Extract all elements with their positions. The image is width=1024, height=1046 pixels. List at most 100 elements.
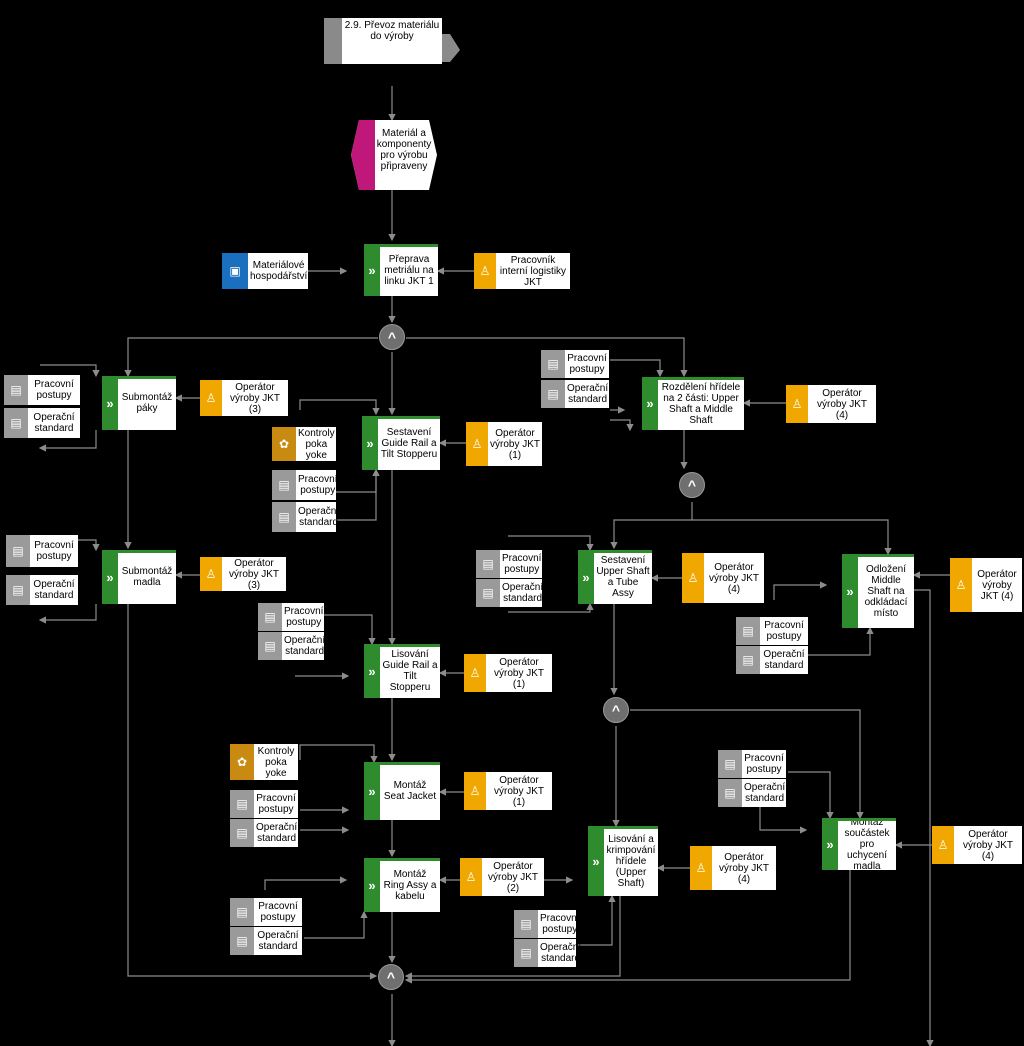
doc-label: Operační standard [298, 506, 340, 528]
role-operator-4b[interactable]: ♙Operátor výroby JKT (4) [682, 553, 764, 603]
function-submontaz-madla[interactable]: »Submontáž madla [102, 550, 176, 604]
function-lisovani-krimp[interactable]: » Lisování a krimpování hřídele (Upper Sh… [588, 826, 658, 896]
function-sestaveni-guide[interactable]: »Sestavení Guide Rail a Tilt Stopperu [362, 416, 440, 470]
doc-standard-1[interactable]: ▤Operační standard [4, 408, 80, 438]
person-icon: ♙ [950, 558, 972, 612]
person-icon: ♙ [474, 253, 496, 289]
role-operator-3b[interactable]: ♙Operátor výroby JKT (3) [200, 557, 286, 591]
and-gate-2[interactable]: ^ [679, 472, 705, 498]
function-lisovani-guide[interactable]: »Lisování Guide Rail a Tilt Stopperu [364, 644, 440, 698]
doc-label: Operační standard [567, 383, 609, 405]
doc-label: Pracovní postupy [298, 474, 338, 496]
function-rozdeleni[interactable]: »Rozdělení hřídele na 2 části: Upper Sha… [642, 377, 744, 430]
role-operator-4d[interactable]: ♙Operátor výroby JKT (4) [690, 846, 776, 890]
process-interface-start[interactable]: 2.9. Převoz materiálu do výroby [324, 6, 460, 86]
role-operator-4c[interactable]: ♙Operátor výroby JKT (4) [950, 558, 1022, 612]
event-label: Materiál a komponenty pro výrobu připrav… [376, 128, 432, 172]
doc-standard-8[interactable]: ▤Operační standard [718, 779, 786, 807]
doc-label: Operační standard [540, 942, 582, 964]
doc-standard-11[interactable]: ▤Operační standard [514, 939, 581, 967]
role-operator-4a[interactable]: ♙Operátor výroby JKT (4) [786, 385, 876, 423]
function-preprava[interactable]: »Přeprava metriálu na linku JKT 1 [364, 244, 438, 296]
function-label: Lisování a krimpování hřídele (Upper Sha… [606, 833, 656, 889]
doc-postupy-7[interactable]: ▤Pracovní postupy [736, 617, 808, 645]
doc-label: Pracovní postupy [256, 793, 296, 815]
person-icon: ♙ [786, 385, 808, 423]
doc-label: Pracovní postupy [284, 606, 324, 628]
doc-standard-4[interactable]: ▤Operační standard [6, 575, 78, 605]
role-label: Operátor výroby JKT (4) [718, 851, 769, 885]
function-montaz-ring[interactable]: »Montáž Ring Assy a kabelu [364, 858, 440, 912]
role-operator-1b[interactable]: ♙Operátor výroby JKT (1) [464, 654, 552, 692]
doc-postupy-4[interactable]: ▤Pracovní postupy [6, 535, 78, 567]
double-chevron-icon: » [106, 569, 114, 585]
doc-standard-10[interactable]: ▤Operační standard [230, 927, 302, 955]
and-gate-3[interactable]: ^ [603, 697, 629, 723]
role-label: Operátor výroby JKT (4) [977, 568, 1017, 602]
role-operator-3a[interactable]: ♙Operátor výroby JKT (3) [200, 380, 288, 416]
doc-standard-5[interactable]: ▤Operační standard [258, 632, 325, 660]
document-icon: ▤ [514, 910, 538, 938]
doc-label: Pracovní postupy [540, 913, 580, 935]
doc-postupy-8[interactable]: ▤Pracovní postupy [718, 750, 786, 778]
rule-icon: ✿ [272, 427, 296, 461]
doc-postupy-9[interactable]: ▤Pracovní postupy [230, 790, 298, 818]
document-icon: ▤ [6, 575, 30, 605]
and-gate-4[interactable]: ^ [378, 964, 404, 990]
document-icon: ▤ [476, 579, 500, 607]
control-poka-yoke-2[interactable]: ✿Kontroly poka yoke [230, 744, 298, 780]
role-operator-1a[interactable]: ♙Operátor výroby JKT (1) [466, 422, 542, 466]
role-pracovnik-logistiky[interactable]: ♙Pracovník interní logistiky JKT [474, 253, 570, 289]
doc-standard-9[interactable]: ▤Operační standard [230, 819, 298, 847]
doc-postupy-5[interactable]: ▤Pracovní postupy [258, 603, 324, 631]
double-chevron-icon: » [582, 569, 590, 585]
rule-icon: ✿ [230, 744, 254, 780]
role-label: Pracovník interní logistiky JKT [499, 254, 567, 288]
doc-postupy-10[interactable]: ▤Pracovní postupy [230, 898, 302, 926]
double-chevron-icon: » [592, 853, 600, 869]
document-icon: ▤ [476, 550, 500, 578]
role-operator-2[interactable]: ♙Operátor výroby JKT (2) [460, 858, 544, 896]
doc-standard-7[interactable]: ▤Operační standard [736, 646, 808, 674]
doc-standard-3[interactable]: ▤Operační standard [541, 380, 609, 408]
document-icon: ▤ [230, 790, 254, 818]
event-material-ready[interactable]: Materiál a komponenty pro výrobu připrav… [351, 120, 437, 190]
role-label: Operátor výroby JKT (2) [487, 860, 538, 894]
doc-postupy-6[interactable]: ▤Pracovní postupy [476, 550, 542, 578]
system-materialove-hospodarstvi[interactable]: ▣ Materiálové hospodářství [222, 253, 308, 289]
doc-postupy-3[interactable]: ▤Pracovní postupy [541, 350, 609, 378]
and-gate-1[interactable]: ^ [379, 324, 405, 350]
role-operator-1c[interactable]: ♙Operátor výroby JKT (1) [464, 772, 552, 810]
doc-postupy-2[interactable]: ▤Pracovní postupy [272, 470, 338, 500]
double-chevron-icon: » [646, 396, 654, 411]
role-label: Operátor výroby JKT (1) [493, 656, 544, 690]
double-chevron-icon: » [368, 783, 376, 799]
doc-label: Pracovní postupy [764, 620, 804, 642]
document-icon: ▤ [718, 779, 742, 807]
process-interface-icon [324, 18, 460, 64]
function-sestaveni-upper[interactable]: » Sestavení Upper Shaft a Tube Assy [578, 550, 652, 604]
role-operator-4e[interactable]: ♙Operátor výroby JKT (4) [932, 826, 1022, 864]
role-label: Operátor výroby JKT (3) [229, 381, 280, 415]
function-submontaz-paky[interactable]: » Submontáž páky [102, 376, 176, 430]
double-chevron-icon: » [368, 663, 376, 679]
document-icon: ▤ [541, 380, 565, 408]
role-label: Operátor výroby JKT (3) [228, 557, 279, 591]
doc-standard-6[interactable]: ▤Operační standard [476, 579, 543, 607]
person-icon: ♙ [690, 846, 712, 890]
person-icon: ♙ [200, 380, 222, 416]
function-label: Sestavení Upper Shaft a Tube Assy [596, 555, 650, 599]
application-icon: ▣ [222, 253, 248, 289]
doc-postupy-1[interactable]: ▤Pracovní postupy [4, 375, 80, 405]
function-label: Submontáž páky [121, 392, 173, 414]
double-chevron-icon: » [106, 395, 114, 411]
doc-postupy-11[interactable]: ▤Pracovní postupy [514, 910, 579, 938]
function-odlozeni[interactable]: »Odložení Middle Shaft na odkládací míst… [842, 554, 914, 628]
doc-label: Pracovní postupy [34, 379, 74, 401]
doc-standard-2[interactable]: ▤Operační standard [272, 502, 339, 532]
control-poka-yoke-1[interactable]: ✿Kontroly poka yoke [272, 427, 336, 461]
function-montaz-soucastek[interactable]: »Montáž součástek pro uchycení madla [822, 817, 896, 872]
function-montaz-seat[interactable]: »Montáž Seat Jacket [364, 762, 440, 820]
document-icon: ▤ [718, 750, 742, 778]
person-icon: ♙ [932, 826, 954, 864]
